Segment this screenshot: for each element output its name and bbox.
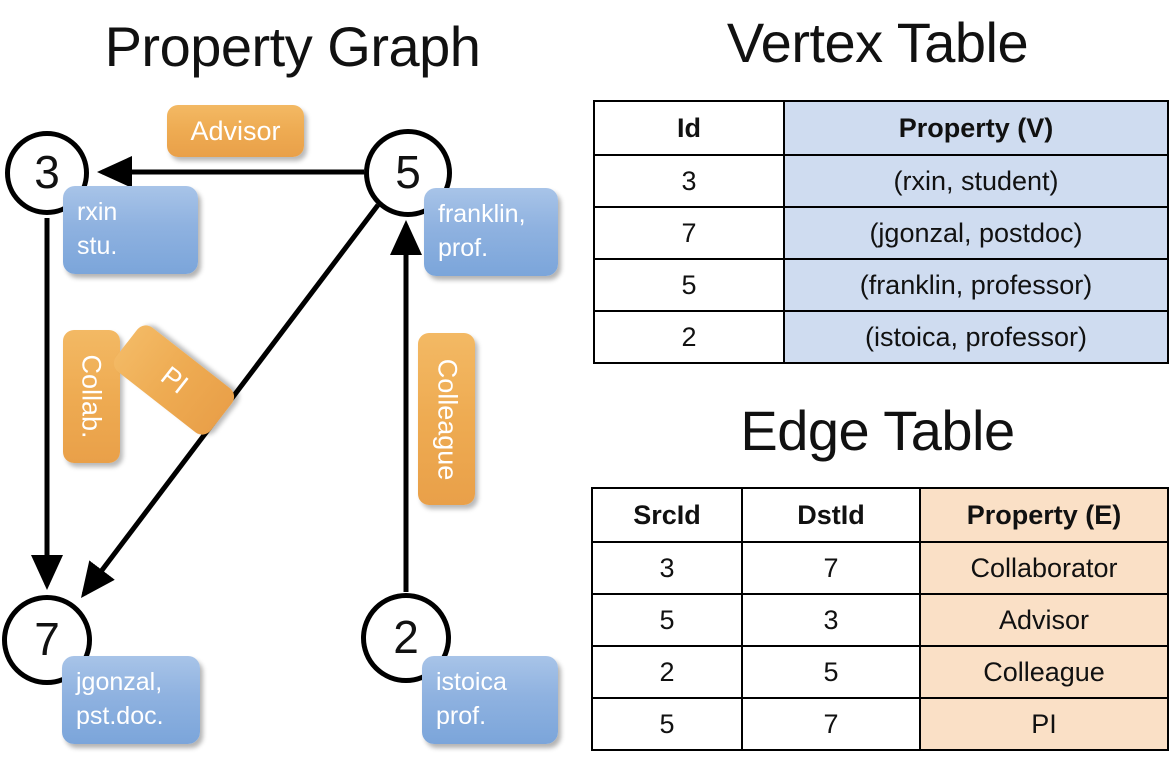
edge-row-0-property: Collaborator	[919, 541, 1169, 595]
edge-label-advisor-text: Advisor	[190, 115, 281, 146]
graph-node-5-label: 5	[395, 146, 421, 198]
node-3-property-line-1: rxin	[77, 198, 118, 226]
edge-row-2-src: 2	[591, 645, 743, 699]
edge-row-2-property: Colleague	[919, 645, 1169, 699]
edge-row-0-dst: 7	[741, 541, 921, 595]
table-row[interactable]: 5 7 PI	[591, 697, 1169, 751]
node-2-property-line-2: prof.	[436, 701, 487, 730]
page-title-property-graph: Property Graph	[104, 15, 481, 78]
vertex-row-0-property: (rxin, student)	[783, 154, 1169, 208]
page-title-edge-table: Edge Table	[740, 399, 1015, 462]
node-5-property-line-1: franklin,	[438, 200, 526, 228]
edge-row-3-dst: 7	[741, 697, 921, 751]
table-row[interactable]: 3 (rxin, student)	[593, 154, 1169, 208]
edge-label-pi-text: PI	[155, 359, 194, 400]
table-row[interactable]: 7 (jgonzal, postdoc)	[593, 206, 1169, 260]
edge-label-collab-text: Collab.	[77, 354, 108, 439]
vertex-row-1-id: 7	[593, 206, 785, 260]
node-2-property-callout: istoica prof.	[422, 656, 558, 744]
vertex-row-3-id: 2	[593, 310, 785, 364]
edge-table-header-dstid: DstId	[741, 487, 921, 543]
edge-row-2-dst: 5	[741, 645, 921, 699]
edge-table: SrcId DstId Property (E) 3 7 Collaborato…	[591, 487, 1169, 751]
edge-row-0-src: 3	[591, 541, 743, 595]
table-row[interactable]: 2 (istoica, professor)	[593, 310, 1169, 364]
property-graph-diagram: 3 5 7 2 rxin stu. franklin, prof. jgonza…	[2, 105, 558, 744]
vertex-table-header-id: Id	[593, 100, 785, 156]
node-5-property-line-2: prof.	[438, 233, 489, 262]
edge-row-3-property: PI	[919, 697, 1169, 751]
table-row[interactable]: 2 5 Colleague	[591, 645, 1169, 699]
vertex-row-1-property: (jgonzal, postdoc)	[783, 206, 1169, 260]
vertex-row-3-property: (istoica, professor)	[783, 310, 1169, 364]
graph-node-2-label: 2	[393, 611, 419, 663]
edge-row-1-property: Advisor	[919, 593, 1169, 647]
vertex-table-header-row: Id Property (V)	[593, 100, 1169, 156]
edge-label-colleague: Colleague	[418, 333, 475, 505]
edge-label-colleague-text: Colleague	[432, 358, 462, 480]
edge-label-collab: Collab.	[63, 330, 120, 463]
graph-node-7-label: 7	[34, 613, 60, 665]
vertex-table: Id Property (V) 3 (rxin, student) 7 (jgo…	[593, 100, 1169, 364]
edge-table-header-property: Property (E)	[919, 487, 1169, 543]
page-title-vertex-table: Vertex Table	[726, 11, 1029, 74]
graph-node-5[interactable]: 5	[364, 129, 452, 217]
edge-label-advisor: Advisor	[167, 105, 304, 157]
edge-table-header-row: SrcId DstId Property (E)	[591, 487, 1169, 543]
table-row[interactable]: 5 (franklin, professor)	[593, 258, 1169, 312]
node-7-property-line-1: jgonzal,	[76, 668, 163, 696]
node-3-property-line-2: stu.	[77, 231, 118, 260]
table-row[interactable]: 3 7 Collaborator	[591, 541, 1169, 595]
table-row[interactable]: 5 3 Advisor	[591, 593, 1169, 647]
vertex-table-header-property: Property (V)	[783, 100, 1169, 156]
edge-table-header-srcid: SrcId	[591, 487, 743, 543]
graph-node-2[interactable]: 2	[361, 593, 451, 683]
graph-node-3-label: 3	[34, 146, 60, 198]
node-2-property-line-1: istoica	[436, 668, 507, 696]
node-3-property-callout: rxin stu.	[63, 186, 198, 274]
node-5-property-callout: franklin, prof.	[424, 188, 558, 276]
node-7-property-line-2: pst.doc.	[76, 701, 164, 730]
edge-row-3-src: 5	[591, 697, 743, 751]
vertex-row-0-id: 3	[593, 154, 785, 208]
edge-row-1-src: 5	[591, 593, 743, 647]
vertex-row-2-id: 5	[593, 258, 785, 312]
node-7-property-callout: jgonzal, pst.doc.	[62, 656, 200, 744]
edge-row-1-dst: 3	[741, 593, 921, 647]
vertex-row-2-property: (franklin, professor)	[783, 258, 1169, 312]
